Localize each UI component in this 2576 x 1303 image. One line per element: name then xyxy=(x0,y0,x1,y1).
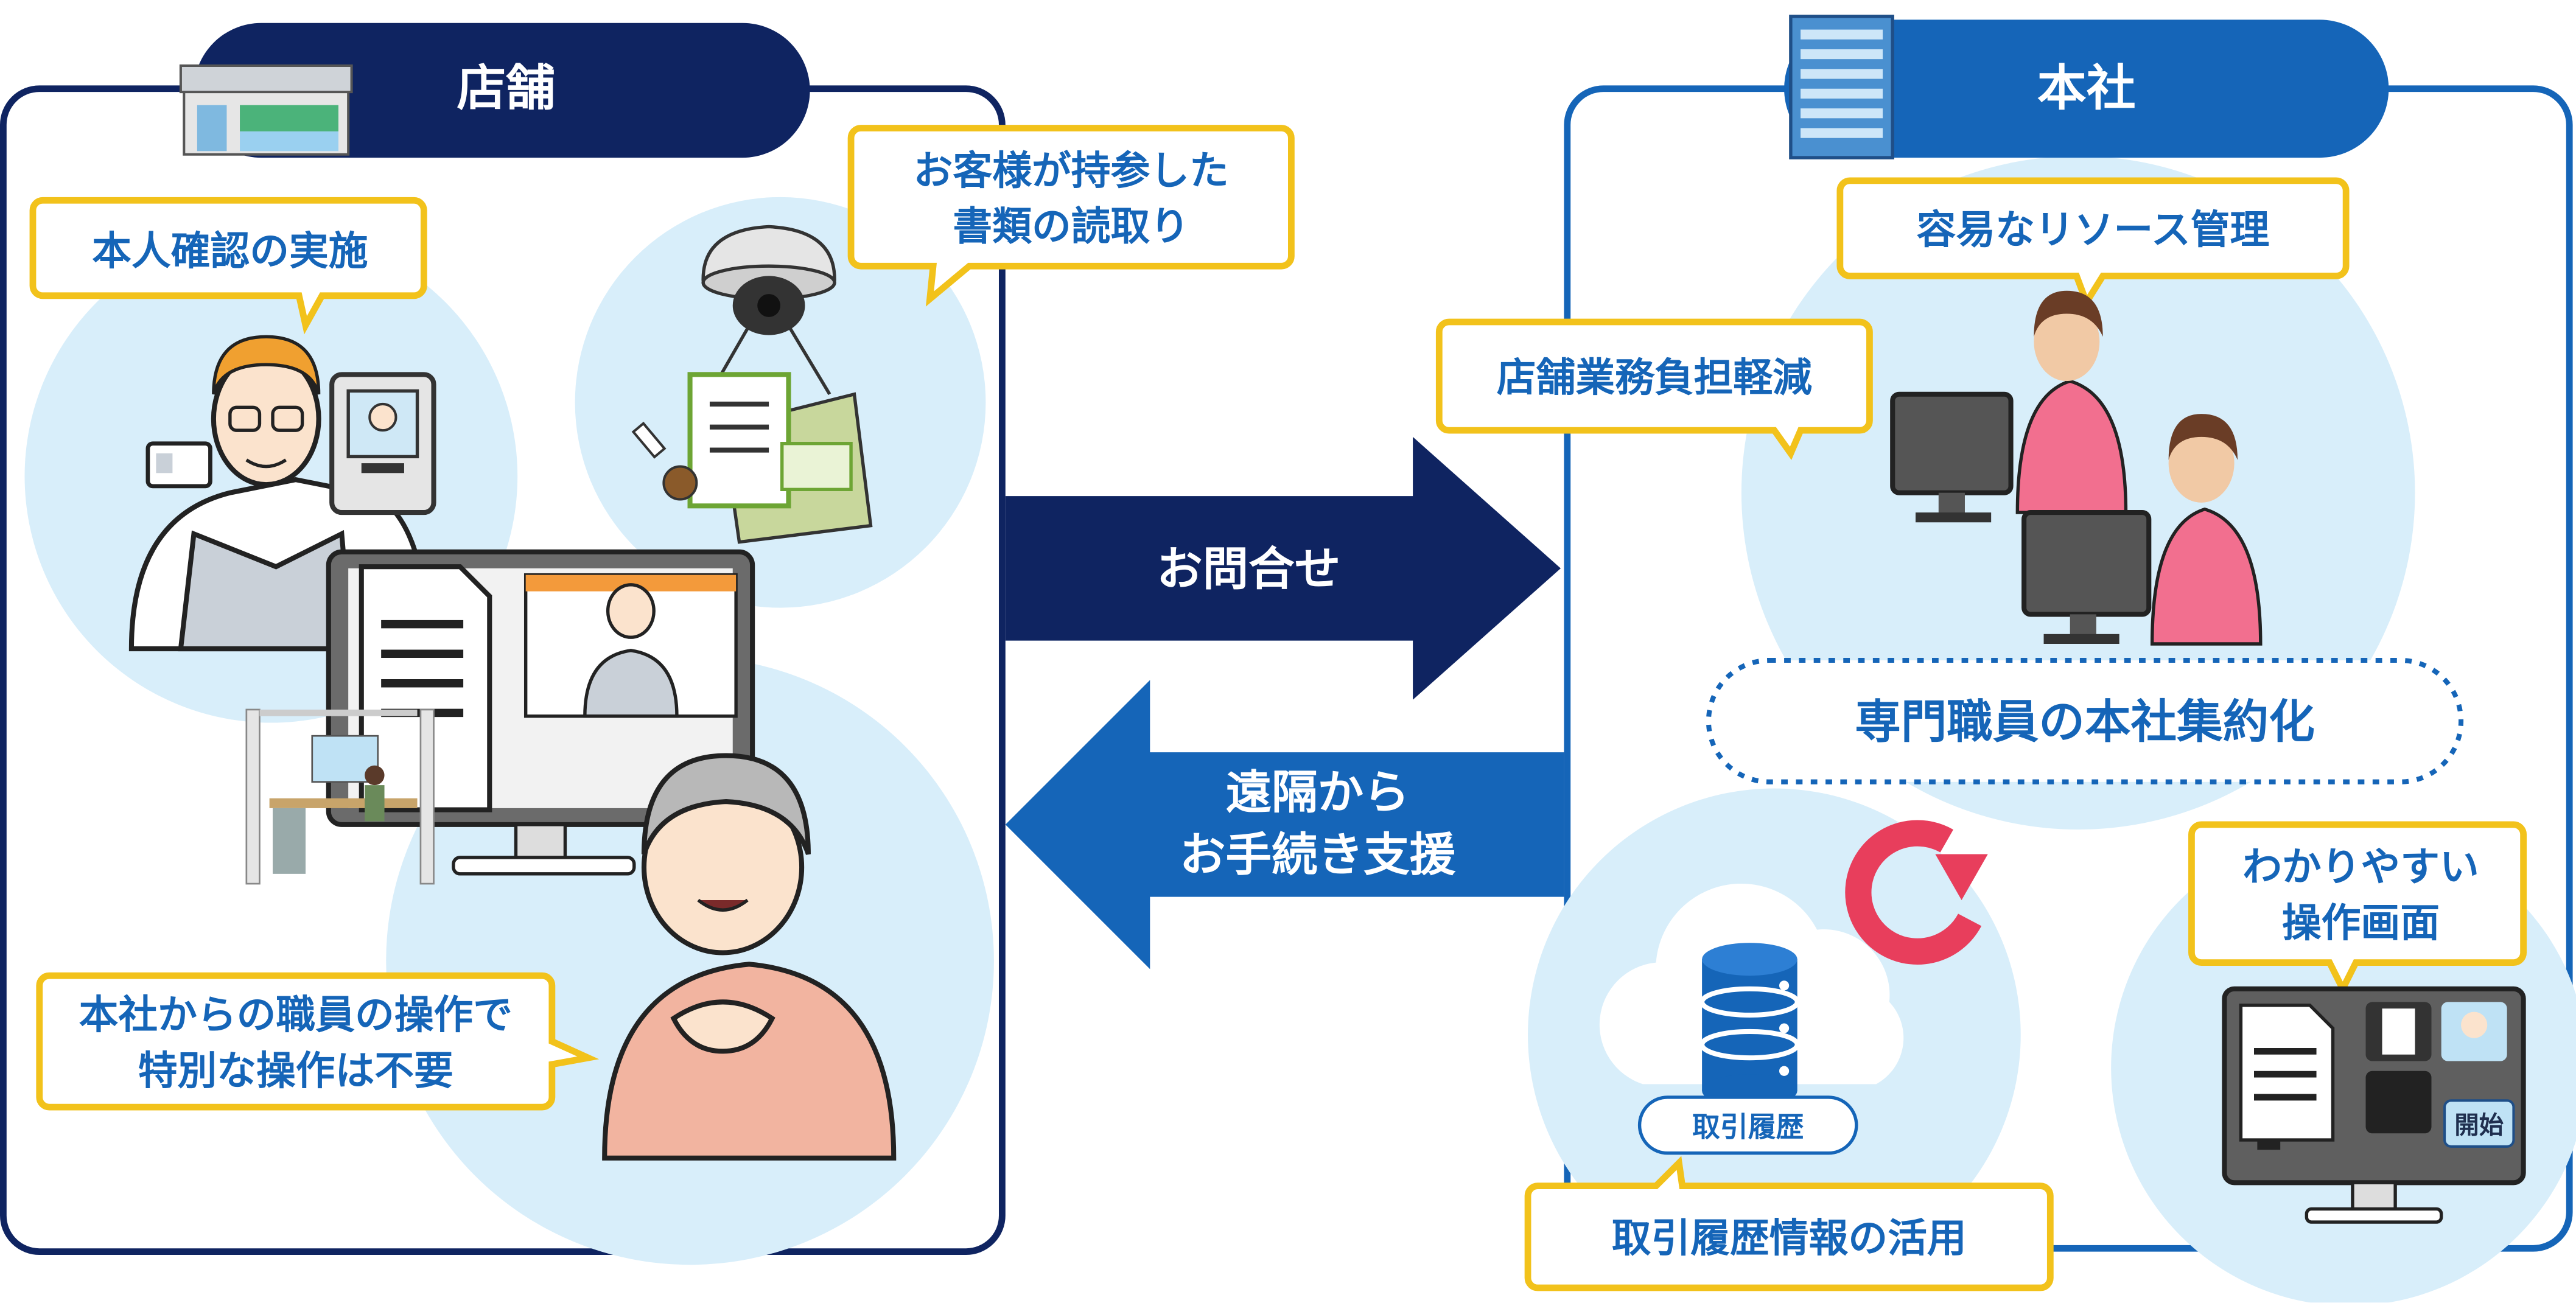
db-label: 取引履歴 xyxy=(1637,1095,1858,1155)
remote-support-arrow: 遠隔から お手続き支援 xyxy=(1005,680,1564,969)
svg-text:お手続き支援: お手続き支援 xyxy=(1180,828,1456,881)
camera-icon xyxy=(701,225,836,396)
bubble-identity-check: 本人確認の実施 xyxy=(29,197,427,335)
svg-text:本人確認の実施: 本人確認の実施 xyxy=(92,229,368,274)
operator-icon xyxy=(1890,290,2128,523)
store-title: 店舗 xyxy=(457,60,555,117)
svg-text:お問合せ: お問合せ xyxy=(1157,542,1340,596)
svg-text:特別な操作は不要: 特別な操作は不要 xyxy=(138,1048,453,1094)
database-icon xyxy=(1699,943,1800,1108)
bubble-document-read: お客様が持参した 書類の読取り xyxy=(847,125,1295,307)
svg-text:遠隔から: 遠隔から xyxy=(1225,766,1409,819)
store-building-icon xyxy=(179,64,353,156)
svg-text:専門職員の本社集約化: 専門職員の本社集約化 xyxy=(1855,695,2315,749)
svg-text:わかりやすい: わかりやすい xyxy=(2242,845,2479,890)
svg-text:容易なリソース管理: 容易なリソース管理 xyxy=(1917,207,2270,253)
bubble-no-operation: 本社からの職員の操作で 特別な操作は不要 xyxy=(36,972,600,1111)
monitor-icon xyxy=(326,549,755,876)
refresh-icon xyxy=(1845,820,1988,965)
start-button[interactable]: 開始 xyxy=(2443,1099,2515,1148)
svg-text:本社からの職員の操作で: 本社からの職員の操作で xyxy=(79,993,513,1038)
bubble-easy-screen: わかりやすい 操作画面 xyxy=(2188,821,2527,996)
hq-title: 本社 xyxy=(2037,60,2136,117)
operation-screen-icon xyxy=(2222,986,2526,1224)
bubble-history-use: 取引履歴情報の活用 xyxy=(1524,1156,2054,1291)
bubble-store-burden: 店舗業務負担軽減 xyxy=(1435,318,1873,460)
hq-header: 本社 xyxy=(1784,19,2389,158)
booth-icon xyxy=(245,708,435,885)
office-building-icon xyxy=(1789,15,1894,159)
operator-icon xyxy=(2021,414,2263,646)
customer-woman-icon xyxy=(602,753,897,1161)
inquiry-arrow: お問合せ xyxy=(1005,436,1561,700)
svg-text:取引履歴情報の活用: 取引履歴情報の活用 xyxy=(1612,1216,1967,1262)
id-card-icon xyxy=(145,441,212,489)
document-icon xyxy=(631,372,873,544)
svg-text:お客様が持参した: お客様が持参した xyxy=(914,148,1229,194)
svg-text:書類の読取り: 書類の読取り xyxy=(953,204,1189,250)
face-recognition-terminal-icon xyxy=(329,372,436,515)
svg-text:開始: 開始 xyxy=(2454,1110,2504,1139)
svg-text:操作画面: 操作画面 xyxy=(2282,900,2440,946)
centralization-label: 専門職員の本社集約化 xyxy=(1706,657,2464,784)
svg-text:店舗業務負担軽減: 店舗業務負担軽減 xyxy=(1497,355,1812,400)
bubble-resource-management: 容易なリソース管理 xyxy=(1836,177,2350,310)
svg-text:取引履歴: 取引履歴 xyxy=(1692,1111,1804,1144)
